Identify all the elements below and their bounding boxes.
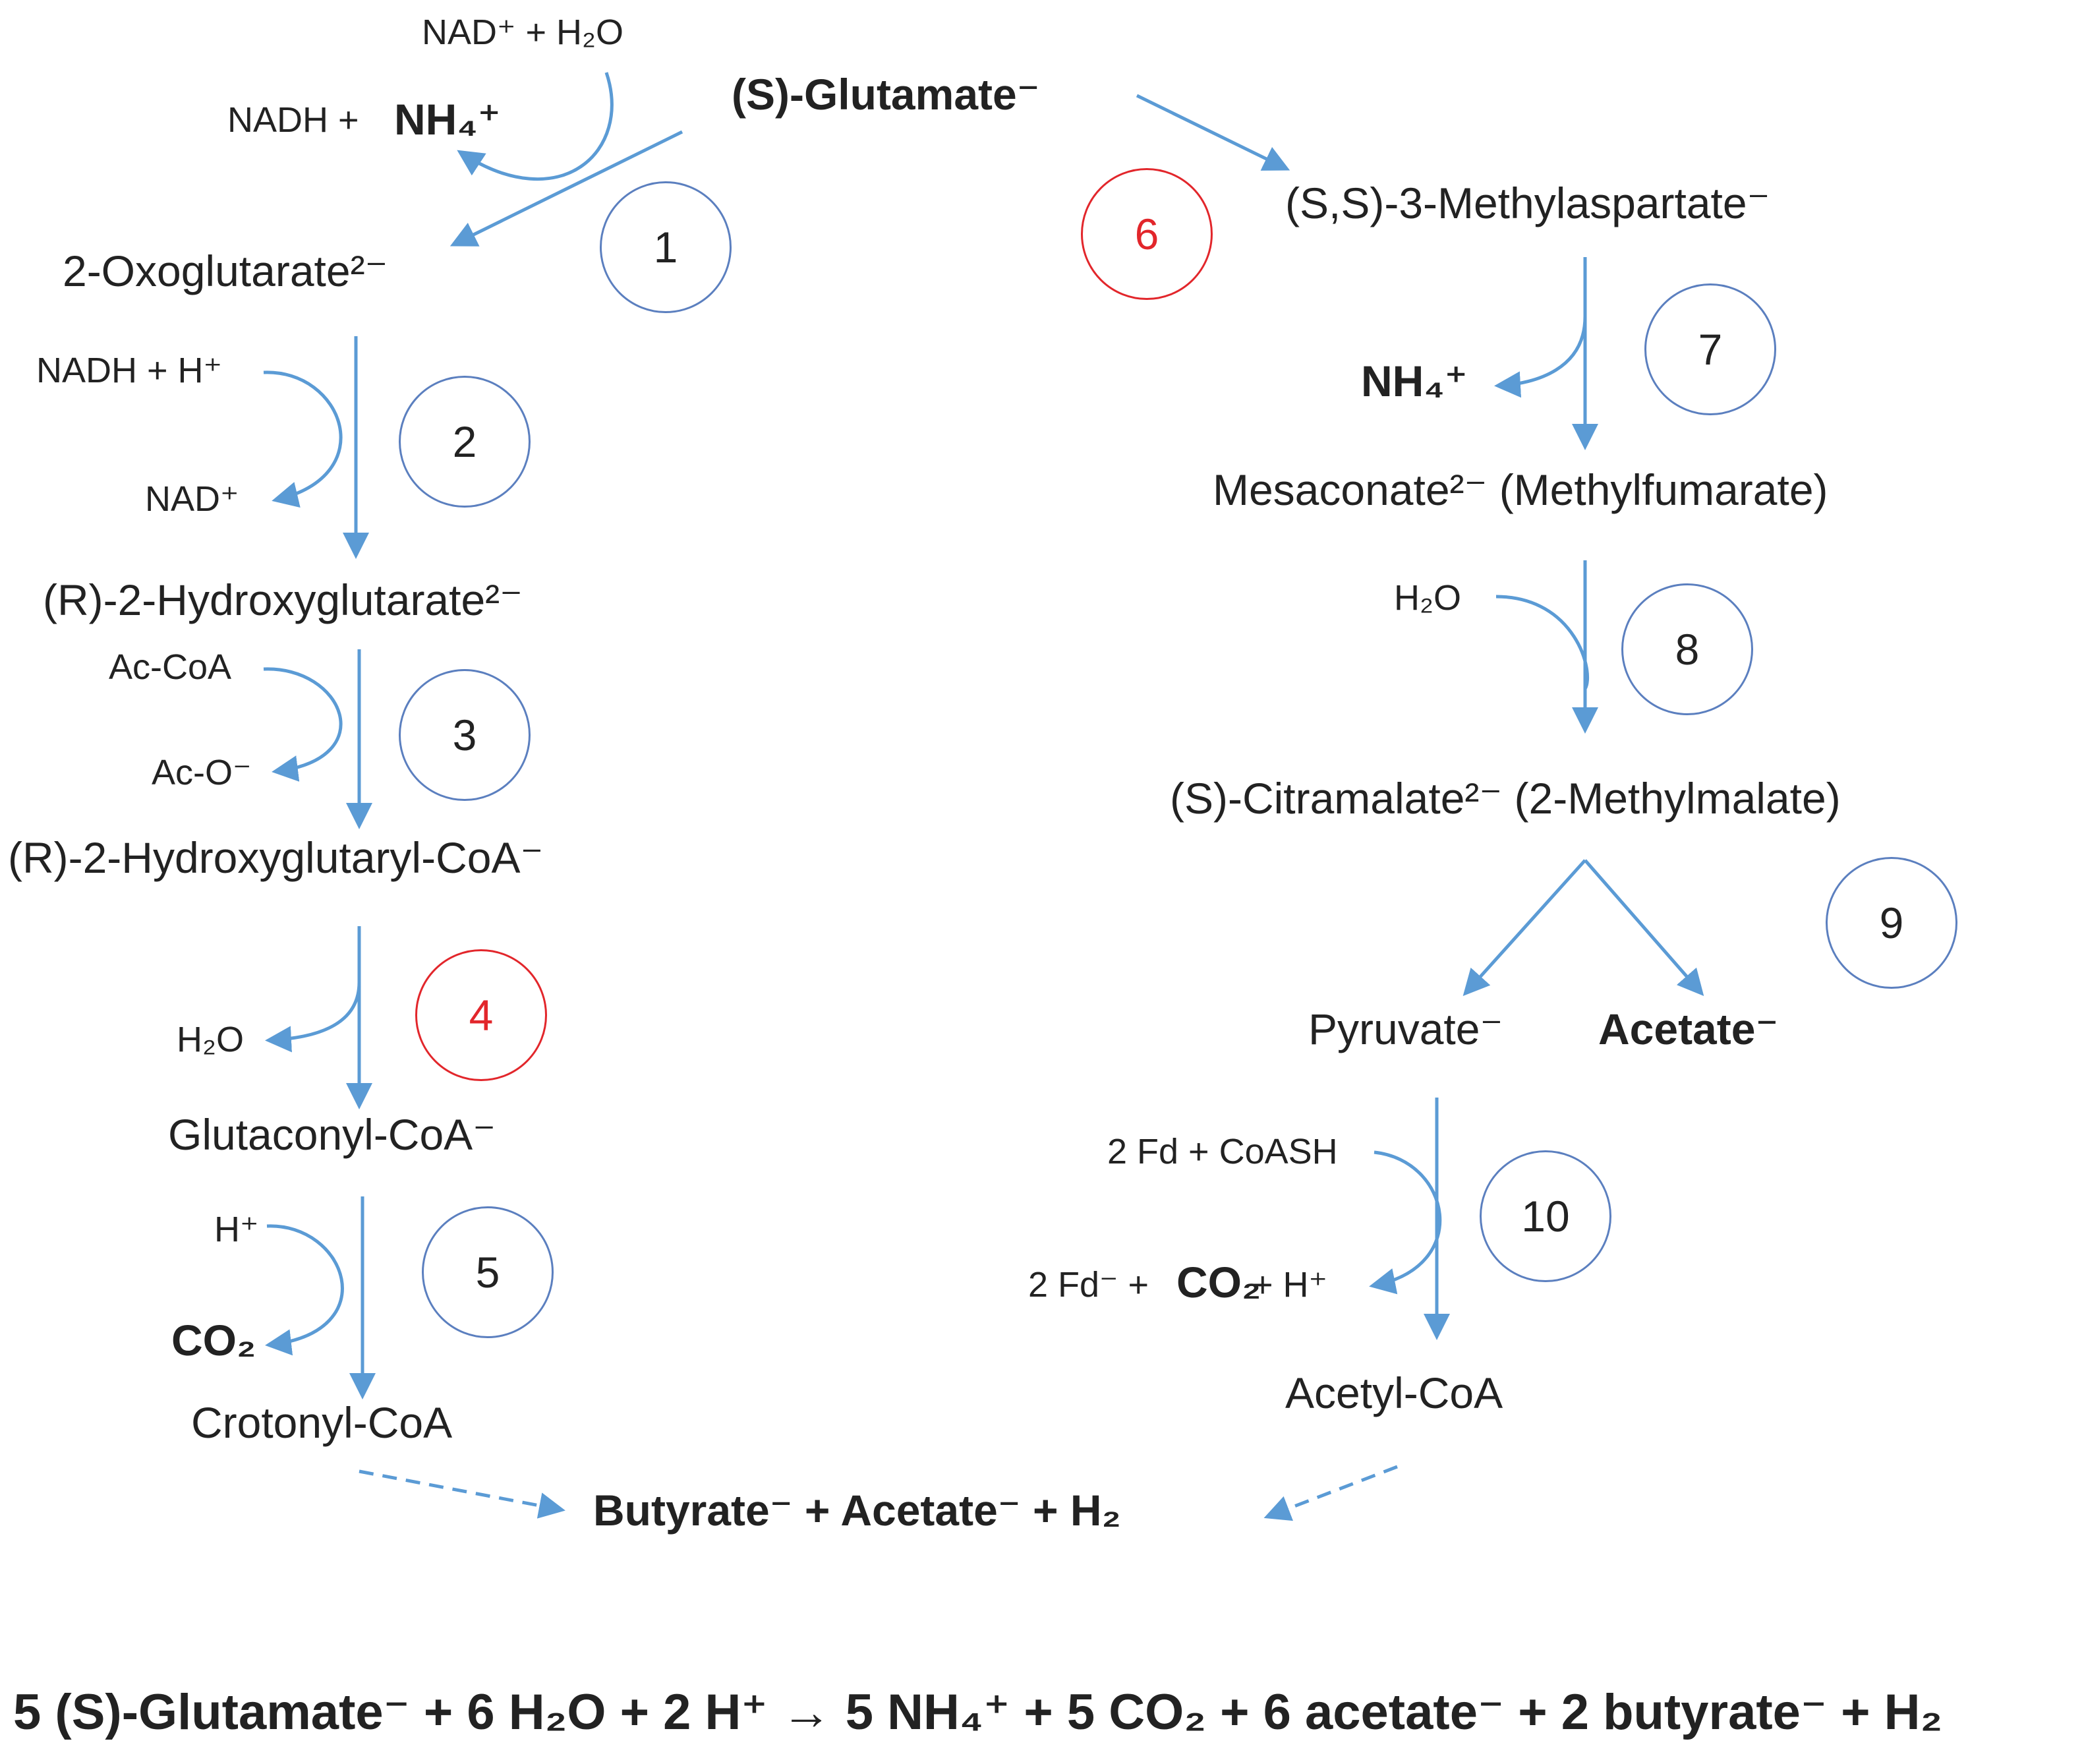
step-2-input: NADH + H⁺ [36, 351, 223, 390]
step-8-circle: 8 [1621, 583, 1753, 715]
compound-hydroxyglutaryl-coa: (R)-2-Hydroxyglutaryl-CoA⁻ [8, 833, 544, 882]
step-9-circle: 9 [1826, 857, 1957, 989]
step-7-output: NH₄⁺ [1361, 357, 1468, 405]
compound-hydroxyglutarate: (R)-2-Hydroxyglutarate²⁻ [43, 575, 523, 624]
step-4-circle: 4 [415, 949, 547, 1081]
compound-glutaconyl-coa: Glutaconyl-CoA⁻ [168, 1110, 496, 1159]
compound-mesaconate: Mesaconate²⁻ (Methylfumarate) [1213, 465, 1828, 514]
arrow-step-9-left [1462, 859, 1586, 996]
products-label: Butyrate⁻ + Acetate⁻ + H₂ [593, 1486, 1121, 1535]
arrow-step-7-side [1494, 316, 1587, 398]
overall-equation: 5 (S)-Glutamate⁻ + 6 H₂O + 2 H⁺ → 5 NH₄⁺… [13, 1684, 1943, 1740]
step-1-output-a: NADH + [227, 100, 359, 140]
arrow-step-9-right [1584, 859, 1704, 997]
compound-acetyl-coa: Acetyl-CoA [1285, 1368, 1503, 1417]
compound-oxoglutarate: 2-Oxoglutarate²⁻ [63, 247, 388, 295]
step-10-circle: 10 [1480, 1150, 1611, 1282]
step-10-input: 2 Fd + CoASH [1107, 1132, 1338, 1171]
arrow-step-10-side [1369, 1150, 1442, 1295]
arrow-step-2-side [263, 370, 343, 508]
arrow-step-6 [1136, 94, 1290, 171]
step-5-output: CO₂ [171, 1316, 256, 1365]
step-5-circle: 5 [422, 1206, 554, 1338]
compound-crotonyl-coa: Crotonyl-CoA [191, 1398, 453, 1447]
arrow-step-5-side [265, 1224, 344, 1356]
step-10-output-c: + H⁺ [1252, 1265, 1328, 1305]
step-2-circle: 2 [399, 376, 531, 508]
step-5-input: H⁺ [214, 1210, 259, 1249]
step-2-output: NAD⁺ [145, 479, 239, 519]
step-3-circle: 3 [399, 669, 531, 801]
step-6-circle: 6 [1081, 168, 1213, 300]
compound-acetate: Acetate⁻ [1598, 1005, 1779, 1053]
compound-glutamate: (S)-Glutamate⁻ [732, 70, 1040, 119]
compound-citramalate: (S)-Citramalate²⁻ (2-Methylmalate) [1170, 774, 1841, 823]
step-3-input: Ac-CoA [109, 647, 232, 687]
step-3-output: Ac-O⁻ [152, 753, 252, 792]
step-8-input: H₂O [1394, 578, 1461, 618]
arrow-step-8-side [1495, 595, 1589, 690]
step-10-output-a: 2 Fd⁻ + [1028, 1265, 1149, 1305]
compound-pyruvate: Pyruvate⁻ [1308, 1005, 1503, 1053]
dashed-arrow-left [359, 1469, 565, 1519]
arrow-step-1 [449, 130, 683, 247]
step-7-circle: 7 [1644, 283, 1776, 415]
step-1-circle: 1 [600, 181, 732, 313]
arrow-step-1-side [457, 72, 614, 181]
step-4-output: H₂O [177, 1020, 244, 1059]
step-10-output-b: CO₂ [1176, 1258, 1261, 1307]
arrow-step-3-side [263, 667, 343, 782]
step-1-input: NAD⁺ + H₂O [422, 13, 624, 52]
dashed-arrow-right [1263, 1465, 1398, 1521]
arrow-step-4-side [265, 982, 361, 1053]
step-1-output-b: NH₄⁺ [394, 95, 501, 144]
compound-methylaspartate: (S,S)-3-Methylaspartate⁻ [1285, 179, 1770, 227]
